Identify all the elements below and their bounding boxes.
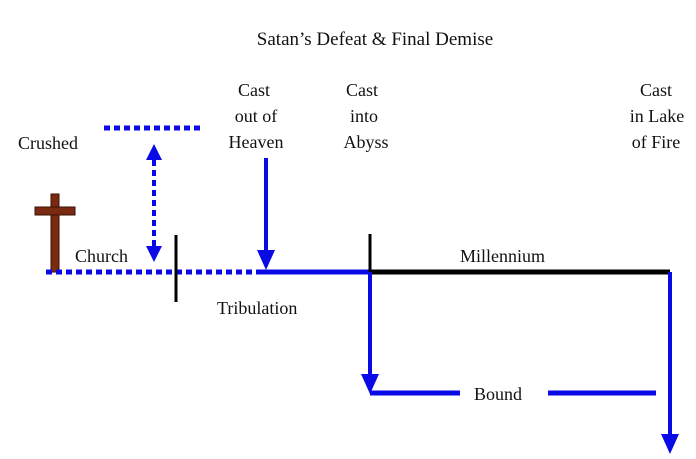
label-millennium: Millennium (460, 246, 545, 266)
label-cast-out-line-3: Heaven (229, 132, 284, 152)
lake-of-fire-arrow-head (661, 434, 679, 454)
cross-icon (34, 193, 76, 273)
label-cast-out-line-1: Cast (238, 80, 270, 100)
label-tribulation: Tribulation (217, 298, 297, 318)
arrow-down-head (146, 246, 162, 262)
label-lake-line-2: in Lake (630, 106, 684, 126)
label-bound: Bound (474, 384, 522, 404)
arrow-up-head (146, 144, 162, 160)
diagram-title: Satan’s Defeat & Final Demise (257, 29, 493, 50)
label-cast-into-abyss: Cast into Abyss (343, 80, 388, 152)
label-cast-in-lake-of-fire: Cast in Lake of Fire (630, 80, 684, 152)
label-abyss-line-2: into (350, 106, 378, 126)
label-church: Church (75, 246, 128, 266)
label-lake-line-1: Cast (640, 80, 672, 100)
label-abyss-line-3: Abyss (343, 132, 388, 152)
label-cast-out-line-2: out of (235, 106, 278, 126)
abyss-arrow-head (361, 374, 379, 394)
label-cast-out-of-heaven: Cast out of Heaven (229, 80, 284, 152)
label-crushed: Crushed (18, 133, 78, 153)
cast-out-arrow-head (257, 250, 275, 270)
label-abyss-line-1: Cast (346, 80, 378, 100)
label-lake-line-3: of Fire (632, 132, 681, 152)
